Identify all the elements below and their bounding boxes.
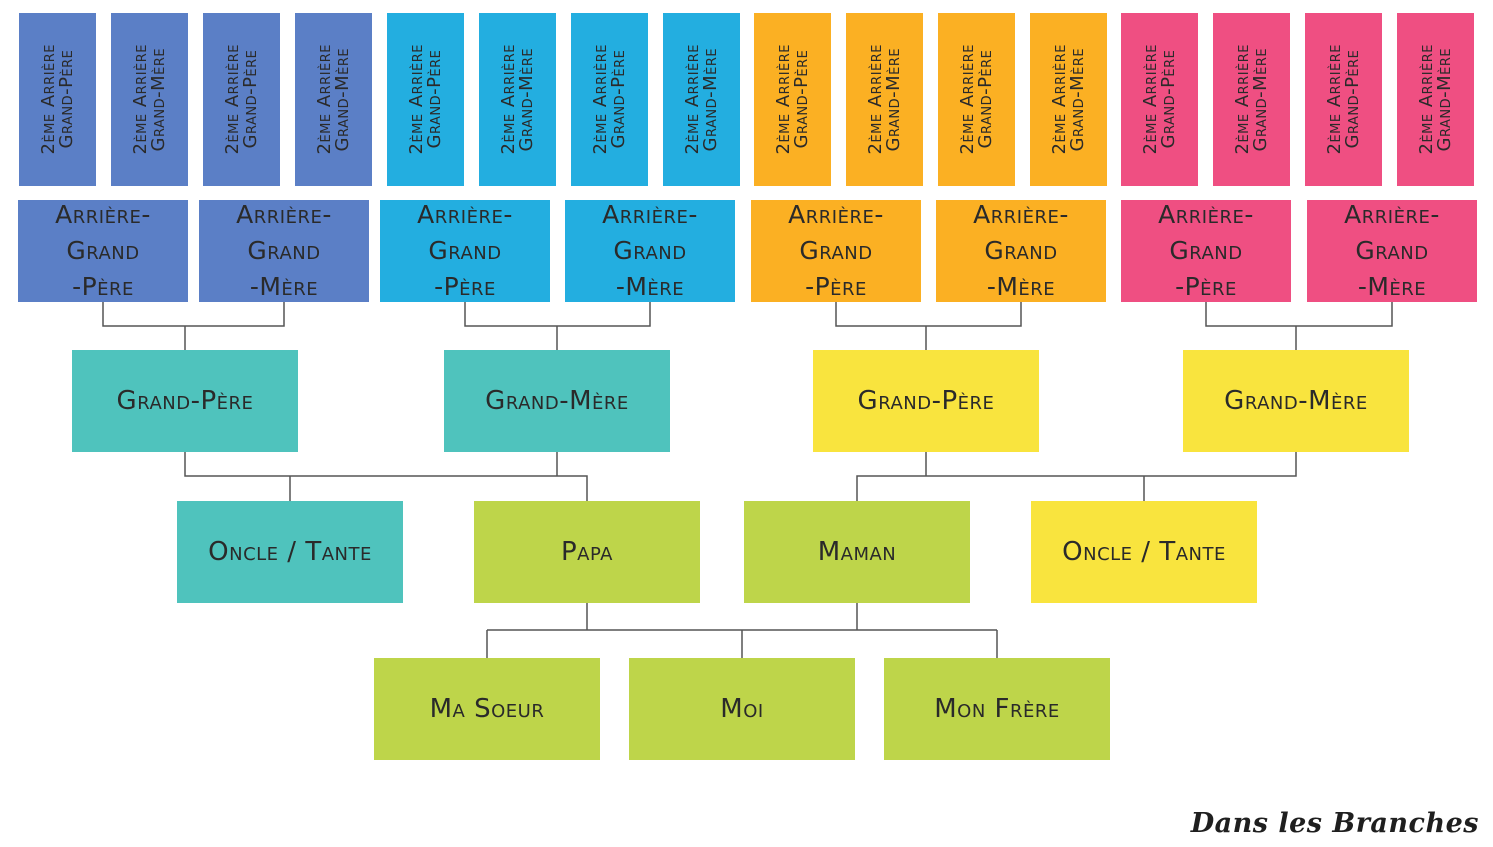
box-label: Moi [720, 694, 764, 724]
label-line1: Arrière-Grand [55, 199, 151, 265]
sister-box: Ma Soeur [374, 658, 600, 760]
label-line2: Grand-Père [239, 50, 261, 149]
label-line2: Grand-Mère [1249, 47, 1271, 152]
label-line1: Arrière-Grand [602, 199, 698, 265]
box-label: Maman [817, 537, 897, 567]
box-label: Mon Frère [934, 694, 1060, 724]
uncle-aunt-paternal-box: Oncle / Tante [177, 501, 403, 603]
brand-signature: Dans les Branches [1190, 808, 1479, 839]
label-line2: Grand-Mère [147, 47, 169, 152]
label-line1: Arrière-Grand [1344, 199, 1440, 265]
label-line2: Grand-Père [607, 50, 629, 149]
box-label: Grand-Mère [485, 386, 629, 416]
great-grandmother-box: Arrière-Grand -Mère [1307, 200, 1477, 302]
label-line1: Arrière-Grand [788, 199, 884, 265]
label-line2: Grand-Mère [331, 47, 353, 152]
label-line2: -Père [72, 272, 134, 302]
label-line2: Grand-Père [1341, 50, 1363, 149]
box-label: Ma Soeur [429, 694, 545, 724]
great-grandfather-box: Arrière-Grand -Père [380, 200, 550, 302]
label-line2: Grand-Mère [515, 47, 537, 152]
label-line2: -Père [805, 272, 867, 302]
label-line2: Grand-Mère [699, 47, 721, 152]
mother-box: Maman [744, 501, 970, 603]
great-grandmother-box: Arrière-Grand -Mère [565, 200, 735, 302]
label-line2: -Père [1175, 272, 1237, 302]
box-label: Papa [560, 537, 613, 567]
label-line2: Grand-Mère [1433, 47, 1455, 152]
box-label: Grand-Mère [1224, 386, 1368, 416]
great-grandmother-box: Arrière-Grand -Mère [199, 200, 369, 302]
label-line2: Grand-Père [1157, 50, 1179, 149]
label-line2: Grand-Mère [882, 47, 904, 152]
label-line1: Arrière-Grand [236, 199, 332, 265]
label-line2: -Mère [249, 272, 319, 302]
father-box: Papa [474, 501, 700, 603]
label-line1: Arrière-Grand [1158, 199, 1254, 265]
label-line2: Grand-Père [55, 50, 77, 149]
label-line2: Grand-Père [790, 50, 812, 149]
great-grandfather-box: Arrière-Grand -Père [751, 200, 921, 302]
label-line1: Arrière-Grand [417, 199, 513, 265]
box-label: Grand-Père [857, 386, 995, 416]
grandmother-paternal-box: Grand-Mère [444, 350, 670, 452]
label-line2: -Mère [986, 272, 1056, 302]
box-label: Oncle / Tante [1062, 537, 1226, 567]
uncle-aunt-maternal-box: Oncle / Tante [1031, 501, 1257, 603]
label-line1: Arrière-Grand [973, 199, 1069, 265]
brother-box: Mon Frère [884, 658, 1110, 760]
grandfather-paternal-box: Grand-Père [72, 350, 298, 452]
label-line2: Grand-Mère [1066, 47, 1088, 152]
great-grandmother-box: Arrière-Grand -Mère [936, 200, 1106, 302]
great-grandfather-box: Arrière-Grand -Père [1121, 200, 1291, 302]
label-line2: Grand-Père [423, 50, 445, 149]
great-grandfather-box: Arrière-Grand -Père [18, 200, 188, 302]
label-line2: -Père [434, 272, 496, 302]
label-line2: -Mère [1357, 272, 1427, 302]
box-label: Oncle / Tante [208, 537, 372, 567]
grandmother-maternal-box: Grand-Mère [1183, 350, 1409, 452]
grandfather-maternal-box: Grand-Père [813, 350, 1039, 452]
box-label: Grand-Père [116, 386, 254, 416]
me-box: Moi [629, 658, 855, 760]
label-line2: Grand-Père [974, 50, 996, 149]
label-line2: -Mère [615, 272, 685, 302]
